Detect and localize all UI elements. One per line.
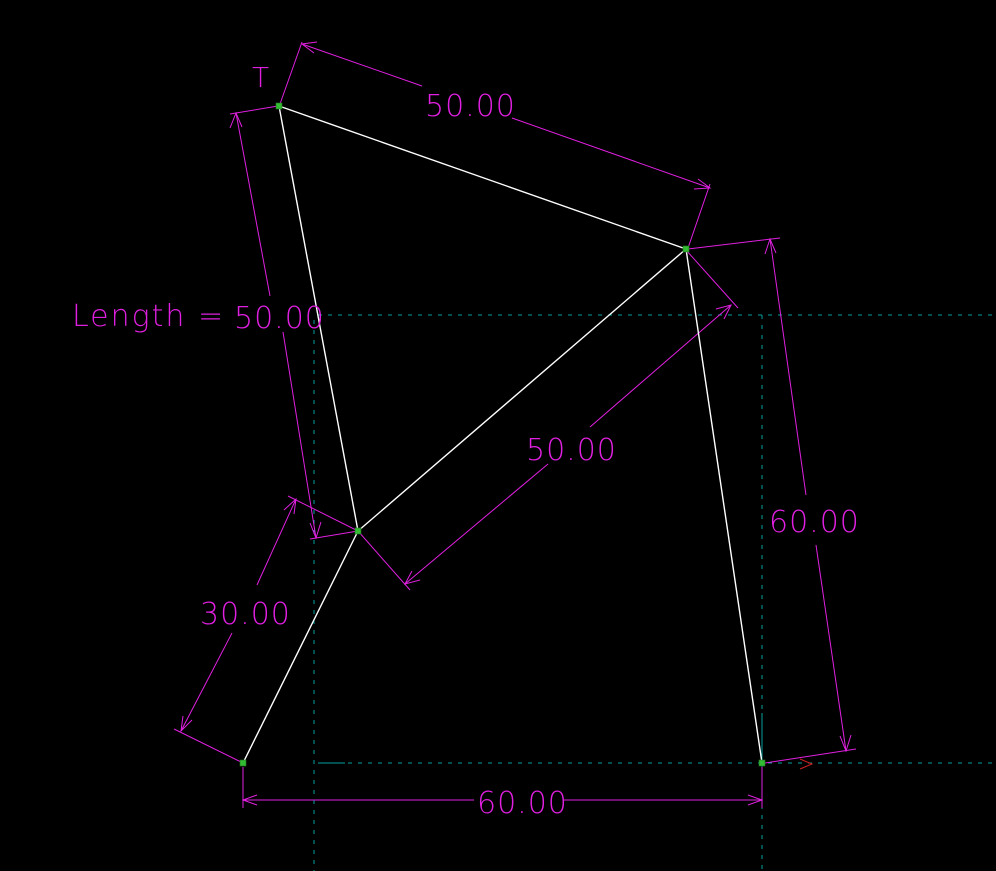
vertex-middle[interactable] <box>354 527 362 535</box>
dim-bottom-arrow-2 <box>747 794 764 806</box>
construction-lines <box>313 314 996 871</box>
vertex-top[interactable] <box>275 102 283 110</box>
point-t-label: T <box>252 61 269 94</box>
dim-lower-left-ext-1 <box>173 728 244 764</box>
dim-diagonal-arrow-1 <box>715 304 732 320</box>
dim-right-ext-2 <box>764 748 857 764</box>
sketch-geometry <box>242 105 763 764</box>
dim-bottom-value[interactable]: 60.00 <box>477 786 568 821</box>
dim-top-arrow-2 <box>693 178 712 190</box>
x-axis-arrow-icon <box>799 758 814 770</box>
segment-diagonal[interactable] <box>357 248 687 532</box>
dim-lower-left-line-a <box>180 632 233 732</box>
dimension-annotations <box>173 41 857 808</box>
segment-left[interactable] <box>278 105 359 532</box>
dim-diagonal-ext-1 <box>685 249 739 309</box>
dim-top-value[interactable]: 50.00 <box>425 89 516 124</box>
dim-top-line-b <box>511 117 711 189</box>
sketch-vertices <box>239 102 766 767</box>
length-prefix-label: Length = <box>72 299 225 334</box>
dim-top-ext-1 <box>279 41 303 105</box>
dim-left-arrow-2 <box>309 521 322 540</box>
dim-right-line-b <box>815 544 847 752</box>
dim-diagonal-ext-2 <box>357 530 411 591</box>
vertex-bottom-right[interactable] <box>758 759 766 767</box>
dim-right-ext-1 <box>687 237 781 250</box>
dim-lower-left-value[interactable]: 30.00 <box>200 597 291 632</box>
dim-right-arrow-1 <box>764 237 777 255</box>
segment-right[interactable] <box>685 248 763 764</box>
dim-left-line-b <box>282 331 317 539</box>
dim-right-line-a <box>769 238 807 496</box>
dim-top-arrow-1 <box>300 41 318 54</box>
dim-lower-left-ext-2 <box>287 495 359 532</box>
dim-right-arrow-2 <box>839 734 852 753</box>
dim-bottom-arrow-1 <box>241 794 258 806</box>
dim-left-line-a <box>235 112 271 297</box>
dim-left-ext-1 <box>229 105 279 115</box>
dim-left-value[interactable]: 50.00 <box>234 301 325 336</box>
dim-lower-left-arrow-2 <box>283 497 297 515</box>
segment-lower-left[interactable] <box>242 530 359 764</box>
dim-diagonal-line-a <box>589 304 732 428</box>
dim-diagonal-arrow-2 <box>404 570 421 585</box>
dim-left-arrow-1 <box>229 111 243 129</box>
dim-lower-left-arrow-1 <box>180 715 193 733</box>
segment-top[interactable] <box>278 105 687 250</box>
dim-right-value[interactable]: 60.00 <box>769 505 860 540</box>
vertex-right-upper[interactable] <box>682 245 690 253</box>
vertex-bottom-left[interactable] <box>239 759 247 767</box>
dim-top-line-a <box>301 43 423 87</box>
dim-left-ext-2 <box>309 530 359 540</box>
dim-lower-left-line-b <box>256 498 297 586</box>
dim-diagonal-line-b <box>404 463 549 585</box>
dim-top-ext-2 <box>687 183 711 249</box>
dim-diagonal-value[interactable]: 50.00 <box>526 433 617 468</box>
